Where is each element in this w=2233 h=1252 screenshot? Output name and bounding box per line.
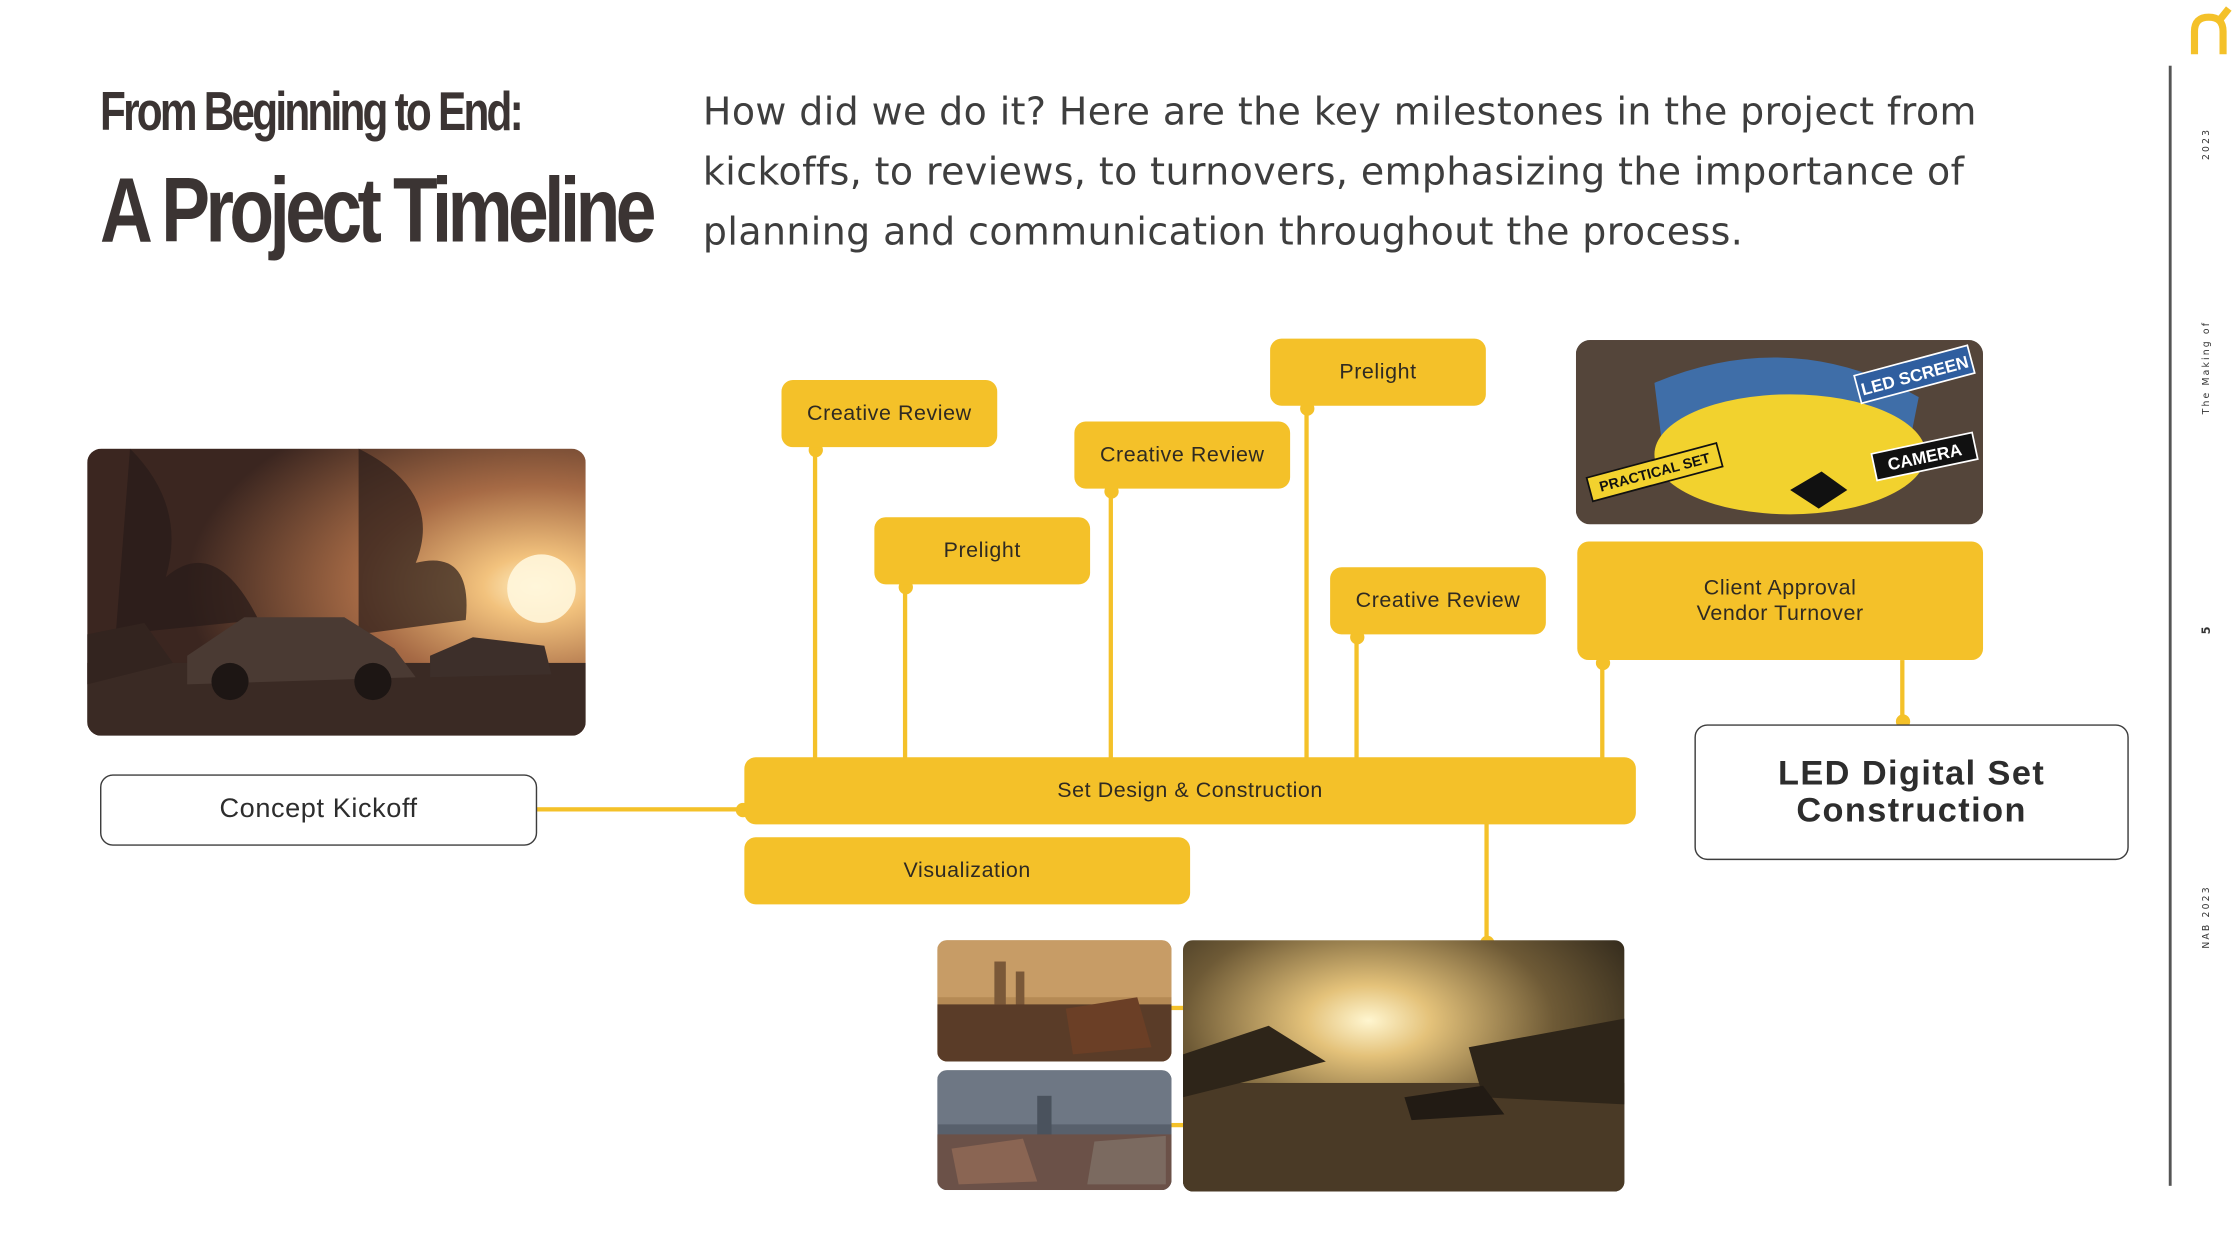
brand-logo-icon — [2189, 6, 2232, 57]
connector-prelight-2 — [1304, 407, 1309, 761]
final-label-line-1: LED Digital Set — [1777, 753, 2046, 793]
render-thumbnail-1 — [937, 940, 1172, 1062]
vendor-turnover-label: Vendor Turnover — [1696, 600, 1864, 626]
sidebar-making-of: The Making of — [2200, 320, 2212, 415]
connector-prelight-1 — [902, 585, 908, 761]
led-stage-diagram-image: LED SCREEN CAMERA PRACTICAL SET — [1575, 340, 1984, 525]
connector-creative-review-2 — [1108, 490, 1113, 761]
set-design-construction-bar: Set Design & Construction — [744, 757, 1636, 825]
final-label-line-2: Construction — [1796, 790, 2027, 830]
milestone-creative-review-1: Creative Review — [781, 380, 998, 448]
led-digital-set-box: LED Digital Set Construction — [1694, 724, 2129, 861]
sidebar-divider — [2168, 65, 2172, 1186]
connector-creative-review-3 — [1354, 635, 1359, 761]
visualization-bar: Visualization — [744, 837, 1191, 905]
milestone-prelight-2: Prelight — [1270, 338, 1486, 406]
client-approval-box: Client Approval Vendor Turnover — [1577, 541, 1984, 661]
render-link-1 — [1170, 1005, 1185, 1011]
client-approval-label: Client Approval — [1703, 575, 1857, 600]
render-link-2 — [1170, 1122, 1185, 1128]
title-line-1: From Beginning to End: — [100, 82, 524, 143]
connector-final — [1900, 660, 1905, 726]
intro-text: How did we do it? Here are the key miles… — [702, 90, 1977, 255]
sidebar-page-number: 5 — [2200, 624, 2214, 635]
title-line-2: A Project Timeline — [100, 158, 656, 262]
render-main-image — [1182, 940, 1625, 1192]
sidebar-event: NAB 2023 — [2200, 885, 2212, 949]
kickoff-connector — [534, 807, 746, 812]
sidebar-year: 2023 — [2200, 127, 2212, 161]
connector-creative-review-1 — [812, 448, 818, 761]
concept-kickoff-box: Concept Kickoff — [100, 774, 538, 846]
milestone-prelight-1: Prelight — [874, 517, 1091, 585]
connector-approval — [1600, 660, 1605, 761]
concept-art-image — [87, 448, 586, 736]
connector-renders — [1484, 821, 1489, 943]
milestone-creative-review-3: Creative Review — [1330, 567, 1546, 635]
milestone-creative-review-2: Creative Review — [1074, 421, 1291, 489]
render-thumbnail-2 — [937, 1070, 1172, 1191]
